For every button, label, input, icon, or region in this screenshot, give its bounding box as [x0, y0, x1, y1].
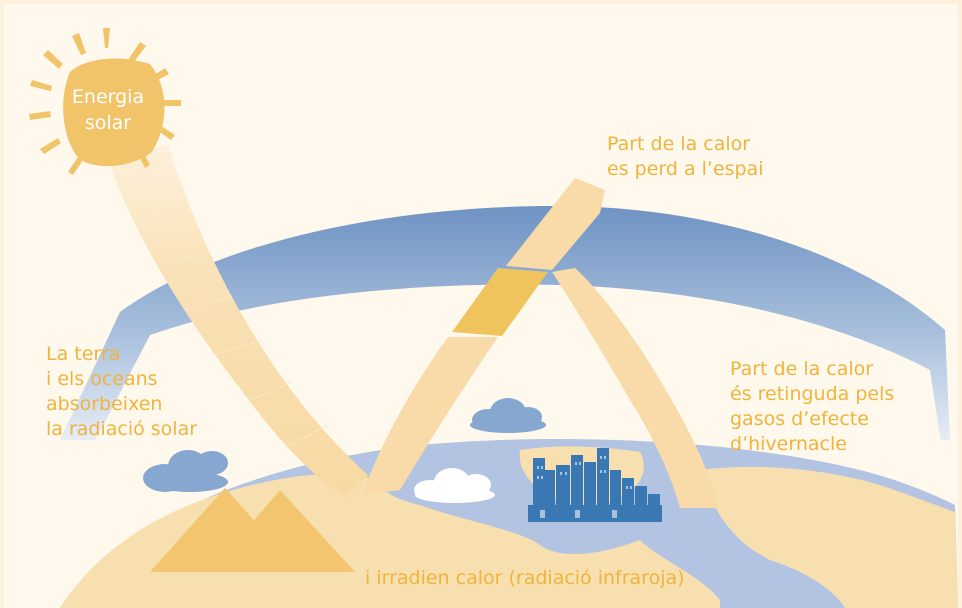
- absorb-line4: la radiació solar: [46, 418, 198, 440]
- cloud-white: [414, 468, 495, 503]
- incoming-beam-texture: [119, 157, 329, 446]
- irradiate-label: i irradien calor (radiació infraroja): [365, 566, 685, 591]
- absorb-line2: i els oceans: [46, 368, 158, 390]
- absorb-label: La terra i els oceans absorbeixen la rad…: [46, 342, 197, 442]
- lost-heat-line2: es perd a l’espai: [607, 158, 764, 180]
- cloud-left: [143, 450, 228, 492]
- sun-label: Energia solar: [48, 84, 168, 136]
- lost-heat-label: Part de la calor es perd a l’espai: [607, 132, 764, 182]
- retained-line4: d’hivernacle: [730, 433, 847, 455]
- sun-icon: [29, 28, 181, 175]
- retained-line2: és retinguda pels: [730, 383, 895, 405]
- escaping-beam: [506, 178, 605, 270]
- sun-label-line2: solar: [84, 112, 132, 134]
- outgoing-beam-lower: [362, 337, 498, 495]
- retained-beam: [552, 268, 718, 508]
- absorb-line1: La terra: [46, 343, 121, 365]
- city-windows: [537, 456, 632, 518]
- retained-line1: Part de la calor: [730, 358, 874, 380]
- cloud-right: [470, 398, 546, 433]
- earth-land-east: [700, 466, 958, 608]
- lost-heat-line1: Part de la calor: [607, 133, 751, 155]
- retained-heat-label: Part de la calor és retinguda pels gasos…: [730, 357, 894, 457]
- incoming-solar-beam: [108, 145, 368, 498]
- retained-line3: gasos d’efecte: [730, 408, 869, 430]
- mountain-right: [210, 490, 355, 572]
- sun-label-line1: Energia: [71, 86, 145, 108]
- absorb-line3: absorbeixen: [46, 393, 163, 415]
- irradiate-line1: i irradien calor (radiació infraroja): [365, 567, 685, 589]
- outgoing-beam-atmosphere-segment: [452, 268, 548, 336]
